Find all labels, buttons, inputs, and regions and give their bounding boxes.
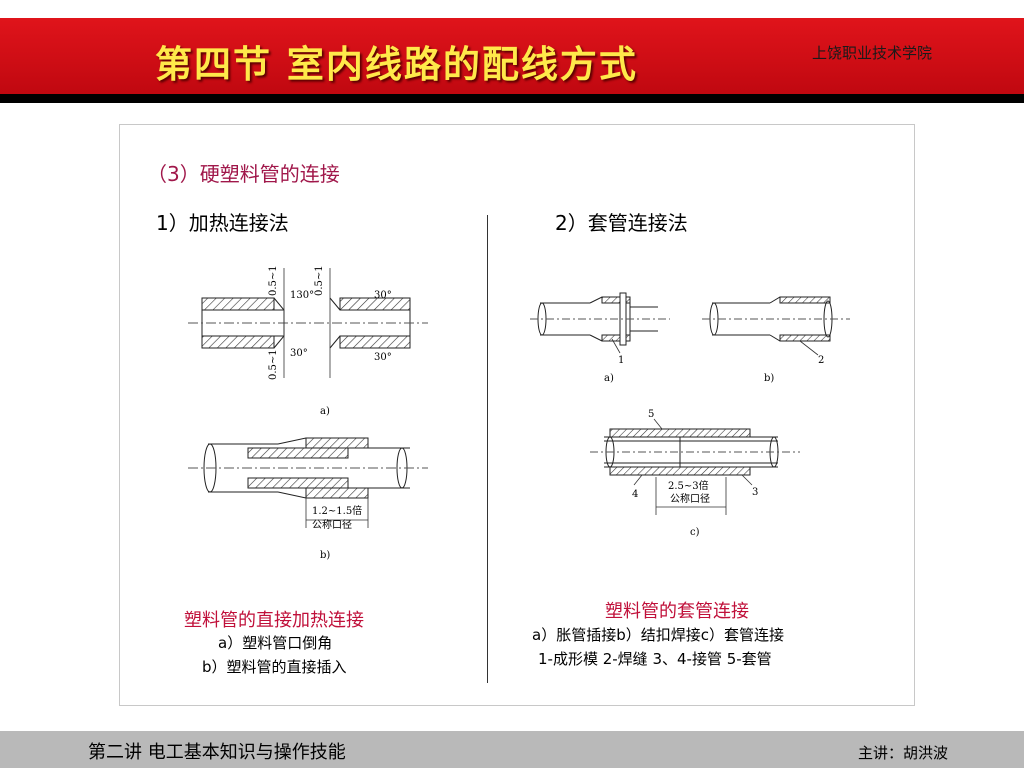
left-heading: 1）加热连接法: [156, 211, 289, 235]
pipe-insert-figure: 1.2~1.5倍 公称口径 b): [188, 437, 428, 561]
left-caption-line-1: a）塑料管口倒角: [218, 634, 333, 652]
insert-dim-2: 公称口径: [312, 518, 352, 531]
sleeve-joint-figure: 5 4 3 2.5~3倍 公称口径 c): [590, 409, 800, 538]
right-caption-title: 塑料管的套管连接: [605, 601, 749, 622]
right-caption-line-1: a）胀管插接b）结扣焊接c）套管连接: [532, 626, 784, 644]
expand-insert-figure: 1 a): [530, 292, 670, 384]
insert-dim-1: 1.2~1.5倍: [312, 504, 362, 517]
part-label-5: 5: [648, 409, 654, 420]
angle-label-3: 30°: [374, 290, 392, 301]
fig-label-b: b): [320, 550, 330, 561]
dim-label-b: 0.5~1: [268, 349, 279, 380]
right-fig-label-a: a): [604, 373, 614, 384]
lecture-title: 第二讲 电工基本知识与操作技能: [88, 742, 346, 763]
dim-label-a: 0.5~1: [268, 265, 279, 296]
part-label-4: 4: [632, 489, 638, 500]
dim-label-c: 0.5~1: [314, 265, 325, 296]
angle-label-1: 130°: [290, 290, 314, 301]
angle-label-2: 30°: [290, 348, 308, 359]
part-label-2: 2: [818, 355, 824, 366]
section-title: （3）硬塑料管的连接: [147, 162, 340, 186]
sleeve-dim-2: 公称口径: [670, 492, 710, 505]
right-fig-label-b: b): [764, 373, 774, 384]
left-caption-line-2: b）塑料管的直接插入: [202, 658, 347, 676]
slide-title: 第四节 室内线路的配线方式: [155, 43, 638, 86]
sleeve-connection-diagram: 1 a) 2 b) 5 4 3 2.5~3倍 公称口: [530, 292, 850, 538]
fig-label-a: a): [320, 406, 330, 417]
column-divider: [487, 215, 488, 683]
header-underline: [0, 94, 1024, 103]
footer-bar: [0, 731, 1024, 768]
angle-label-4: 30°: [374, 352, 392, 363]
sleeve-dim-1: 2.5~3倍: [668, 479, 709, 492]
left-caption-title: 塑料管的直接加热连接: [184, 610, 364, 631]
right-caption-line-2: 1-成形模 2-焊缝 3、4-接管 5-套管: [538, 650, 772, 668]
right-heading: 2）套管连接法: [555, 211, 688, 235]
content-panel: [119, 124, 915, 706]
weld-joint-figure: 2 b): [702, 296, 850, 384]
part-label-1: 1: [618, 355, 624, 366]
pipe-chamfer-figure: 0.5~1 0.5~1 0.5~1 130° 30° 30° 30° a): [188, 265, 428, 417]
lecturer-name: 主讲：胡洪波: [858, 744, 949, 762]
part-label-3: 3: [752, 487, 758, 498]
right-fig-label-c: c): [690, 527, 700, 538]
header-banner: [0, 18, 1024, 94]
school-name: 上饶职业技术学院: [812, 44, 933, 62]
heated-connection-diagram: 0.5~1 0.5~1 0.5~1 130° 30° 30° 30° a) 1.…: [188, 265, 428, 561]
